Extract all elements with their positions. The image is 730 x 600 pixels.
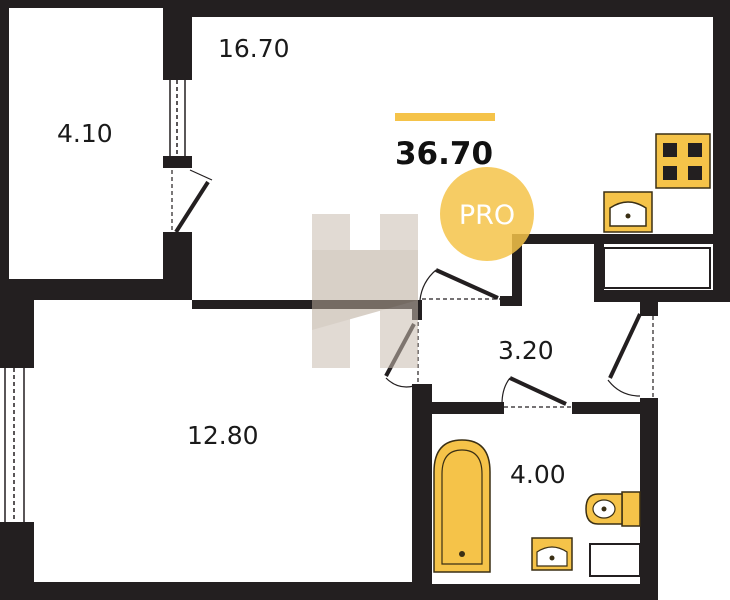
wall-bathroom-bottom — [412, 584, 658, 600]
balcony-door — [171, 169, 213, 234]
toilet — [585, 491, 641, 527]
stove-burner — [688, 166, 702, 180]
bathroom-door — [501, 376, 572, 408]
wall-hall-notch — [512, 234, 522, 306]
toilet-tank — [621, 491, 641, 527]
balcony-wall-top — [0, 0, 192, 8]
balcony-wall-left — [0, 0, 9, 300]
washing-machine-frame — [589, 543, 641, 577]
balcony-divider-middle — [163, 156, 192, 168]
bathtub-drain — [459, 551, 465, 557]
stove-burner — [663, 166, 677, 180]
wall-hall-top — [512, 234, 713, 244]
total-area: 36.70 — [395, 136, 493, 172]
kitchen-sink — [603, 191, 653, 233]
wall-niche-bottom — [594, 290, 730, 302]
bathtub-body — [433, 439, 491, 573]
wall-left — [0, 300, 34, 368]
bedroom-window — [4, 368, 25, 522]
toilet-drain — [601, 506, 607, 512]
wall-hall-step — [500, 296, 522, 306]
entrance-door — [607, 313, 654, 398]
wall-top — [163, 0, 730, 17]
washbasin-drain — [549, 555, 555, 561]
wall-corridor-left-lower — [412, 384, 432, 584]
washbasin — [531, 537, 573, 571]
wardrobe-niche — [603, 247, 711, 289]
washing-machine-niche — [589, 543, 641, 577]
wall-right — [713, 0, 730, 302]
watermark-diagonal — [312, 250, 418, 330]
wall-bathroom-top-left — [412, 402, 504, 414]
bathtub-inner — [441, 449, 483, 565]
pro-badge-label: PRO — [459, 200, 515, 231]
pro-badge — [440, 167, 534, 261]
living-door — [419, 268, 500, 301]
stove — [655, 133, 711, 189]
wall-bottom — [0, 582, 420, 600]
total-area-accent-bar — [395, 113, 495, 121]
stove-burner — [663, 143, 677, 157]
room-area-living: 16.70 — [218, 34, 290, 63]
wall-living-bottom — [192, 300, 420, 309]
room-area-hall: 3.20 — [498, 336, 554, 365]
kitchen-sink-drain — [625, 213, 631, 219]
bathtub — [433, 439, 491, 573]
room-area-bedroom: 12.80 — [187, 421, 259, 450]
balcony-window — [169, 80, 186, 156]
stove-burner — [688, 143, 702, 157]
wall-niche-divider — [594, 244, 604, 302]
balcony-divider-lower — [163, 232, 192, 300]
wall-bathroom-right — [640, 398, 658, 600]
wall-hall-right — [640, 302, 658, 316]
room-area-bathroom: 4.00 — [510, 460, 566, 489]
wall-bathroom-top-right — [572, 402, 658, 414]
balcony-wall-bottom — [0, 279, 192, 300]
windows — [4, 80, 186, 522]
room-area-balcony: 4.10 — [57, 119, 113, 148]
watermark-logo — [312, 214, 418, 368]
